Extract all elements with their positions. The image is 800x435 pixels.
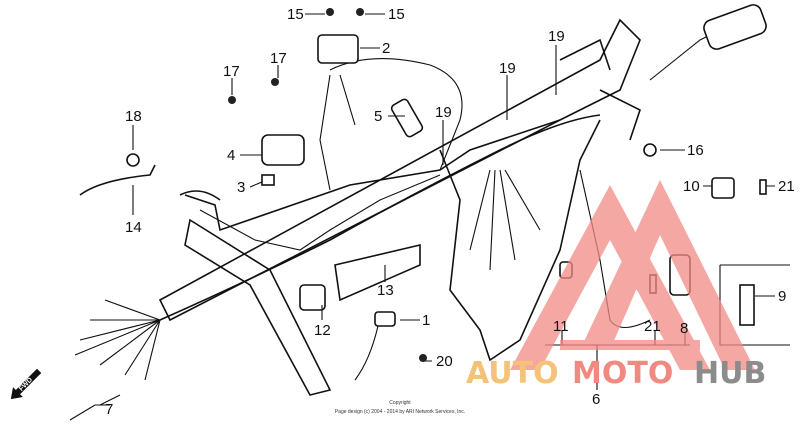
callout-19: 19	[499, 60, 516, 77]
callout-17: 17	[270, 50, 287, 67]
callout-1: 1	[422, 312, 430, 329]
watermark-logo	[510, 180, 755, 370]
callout-19: 19	[435, 104, 452, 121]
watermark-triangle-right	[580, 180, 755, 370]
callout-13: 13	[377, 282, 394, 299]
callout-16: 16	[687, 142, 704, 159]
callout-7: 7	[105, 401, 113, 418]
watermark-hub: HUB	[694, 356, 766, 391]
callout-21: 21	[778, 178, 795, 195]
callout-19: 19	[548, 28, 565, 45]
callout-3: 3	[237, 179, 245, 196]
callout-20: 20	[436, 353, 453, 370]
callout-21: 21	[644, 318, 661, 335]
watermark-triangle-left	[510, 185, 710, 370]
forward-arrow-icon: FWD	[10, 368, 42, 400]
callout-11: 11	[553, 318, 569, 335]
callout-18: 18	[125, 108, 142, 125]
callout-8: 8	[680, 320, 688, 337]
callout-17: 17	[223, 63, 240, 80]
callout-labels: 15 15 2 17 17 19 19 19 5 18 4 16 3 10 21…	[105, 6, 795, 418]
watermark-moto: MOTO	[572, 356, 673, 391]
callout-2: 2	[382, 40, 390, 57]
leader-lines	[95, 13, 775, 406]
callout-15: 15	[388, 6, 405, 23]
watermark-auto: AUTO	[466, 356, 559, 391]
copyright-notice: Page design (c) 2004 - 2014 by ARI Netwo…	[335, 409, 465, 415]
callout-4: 4	[227, 147, 235, 164]
callout-6: 6	[592, 391, 600, 408]
callout-15: 15	[287, 6, 304, 23]
callout-14: 14	[125, 219, 142, 236]
callout-12: 12	[314, 322, 331, 339]
callout-10: 10	[683, 178, 700, 195]
callout-5: 5	[374, 108, 382, 125]
parts	[79, 8, 790, 390]
callout-9: 9	[778, 288, 786, 305]
copyright-title: Copyright	[389, 400, 411, 406]
